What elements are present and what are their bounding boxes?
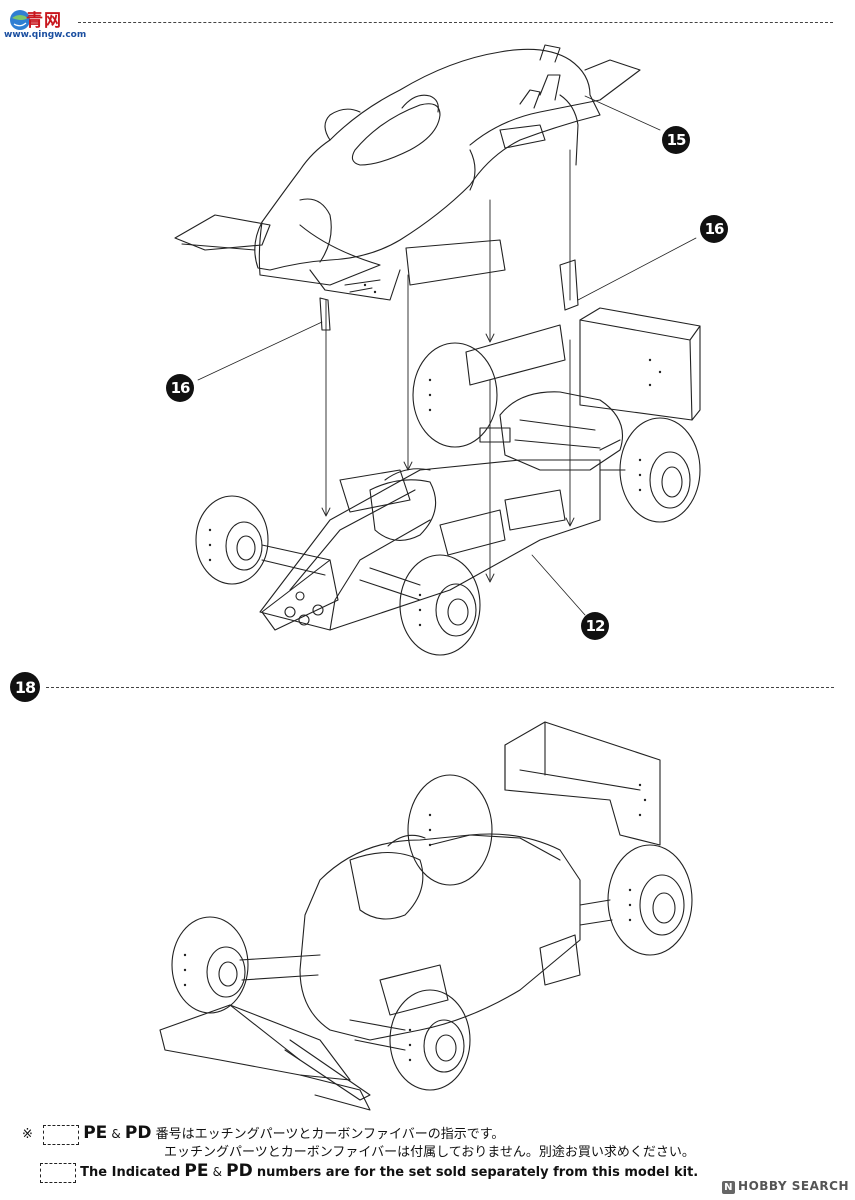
step-number-badge: 18 bbox=[10, 672, 40, 702]
hobby-search-name: HOBBY SEARCH bbox=[738, 1179, 849, 1193]
rivet-dots bbox=[183, 283, 662, 1062]
pe-label: PE bbox=[83, 1123, 108, 1143]
note-en-suffix: numbers are for the set sold separately … bbox=[256, 1165, 699, 1180]
note-jp-line-2: エッチングパーツとカーボンファイバーは付属しておりません。別途お買い求めください… bbox=[164, 1145, 695, 1160]
step-divider bbox=[46, 687, 834, 688]
dashed-box-icon bbox=[40, 1162, 76, 1183]
note-line-en: The Indicated PE & PD numbers are for th… bbox=[40, 1162, 698, 1183]
note-mark: ※ bbox=[22, 1127, 33, 1142]
side-panel-drawing bbox=[319, 239, 579, 386]
body-cowl-drawing bbox=[174, 44, 641, 301]
completed-car-drawing bbox=[159, 721, 693, 1111]
pd-label-en: PD bbox=[226, 1161, 253, 1181]
assembly-guide-lines bbox=[321, 149, 575, 583]
pe-label-en: PE bbox=[184, 1161, 209, 1181]
callout-part-16-right: 16 bbox=[700, 215, 728, 243]
site-url: www.qingw.com bbox=[4, 30, 87, 40]
callout-leaders bbox=[197, 95, 697, 616]
globe-icon bbox=[10, 10, 30, 30]
dashed-box-icon bbox=[43, 1124, 80, 1145]
note-line-1: ※ PE & PD 番号はエッチングパーツとカーボンファイバーの指示です。 bbox=[22, 1124, 504, 1145]
callout-part-12: 12 bbox=[581, 612, 609, 640]
site-logo bbox=[6, 4, 76, 44]
chassis-drawing bbox=[195, 307, 701, 656]
amp-label: & bbox=[111, 1127, 121, 1141]
pd-label: PD bbox=[124, 1123, 152, 1143]
callout-part-16-left: 16 bbox=[166, 374, 194, 402]
hobby-search-badge: N bbox=[722, 1181, 736, 1194]
note-jp-line-1: 番号はエッチングパーツとカーボンファイバーの指示です。 bbox=[155, 1127, 505, 1142]
note-en-prefix: The Indicated bbox=[80, 1165, 181, 1180]
amp-label-en: & bbox=[212, 1165, 222, 1179]
top-divider bbox=[78, 22, 833, 23]
callout-part-15: 15 bbox=[662, 126, 690, 154]
site-name: 青网 bbox=[26, 11, 62, 31]
